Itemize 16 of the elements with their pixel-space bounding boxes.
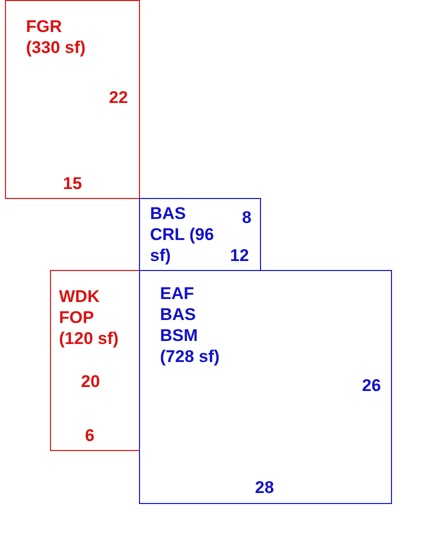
room-outline (139, 198, 261, 271)
room-outline (50, 270, 140, 451)
dimension-label: 12 (230, 245, 249, 266)
dimension-label: 28 (255, 477, 274, 498)
dimension-label: 20 (81, 371, 100, 392)
room-label: WDK FOP (120 sf) (59, 286, 120, 349)
room-label: EAF BAS BSM (728 sf) (160, 283, 221, 367)
dimension-label: 22 (109, 87, 128, 108)
room-label: BAS CRL (96 sf) (150, 203, 215, 266)
dimension-label: 15 (63, 173, 82, 194)
dimension-label: 8 (242, 207, 252, 228)
room-label: FGR (330 sf) (26, 16, 87, 58)
dimension-label: 6 (85, 425, 94, 446)
room-outline (139, 270, 392, 504)
room-outline (5, 0, 140, 199)
dimension-label: 26 (362, 375, 381, 396)
